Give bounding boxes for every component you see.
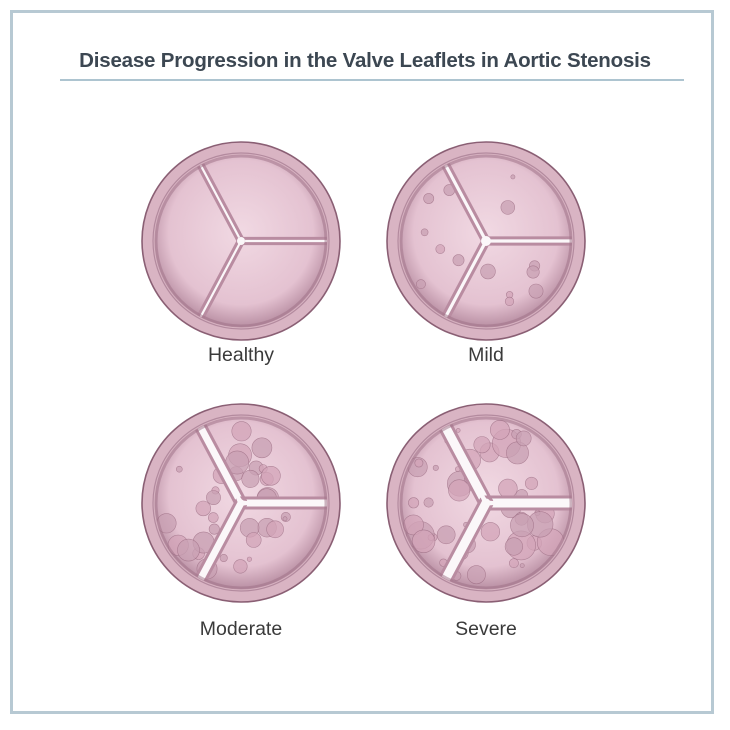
valve-moderate [140, 402, 342, 604]
valve-label-healthy: Healthy [207, 344, 275, 366]
valve-severe [385, 402, 587, 604]
valve-label-moderate: Moderate [199, 618, 283, 640]
figure-frame: Disease Progression in the Valve Leaflet… [10, 10, 714, 714]
title-divider [60, 79, 684, 81]
valve-healthy [140, 140, 342, 342]
figure-title: Disease Progression in the Valve Leaflet… [79, 49, 651, 72]
valve-label-mild: Mild [468, 344, 504, 366]
valve-mild [385, 140, 587, 342]
valve-label-severe: Severe [455, 618, 517, 640]
